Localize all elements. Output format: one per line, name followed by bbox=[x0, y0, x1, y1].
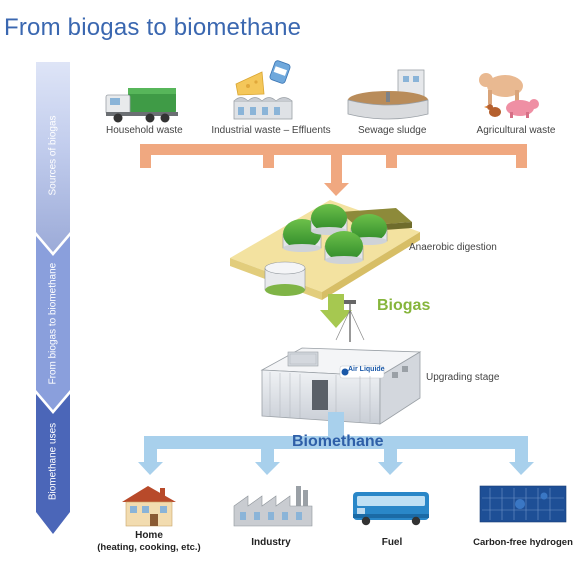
stage-band-uses bbox=[36, 394, 70, 534]
label-household-waste: Household waste bbox=[106, 125, 183, 136]
industrial-waste-icon bbox=[233, 60, 293, 120]
label-home-note: (heating, cooking, etc.) bbox=[97, 542, 201, 553]
biomethane-drop-1 bbox=[144, 440, 157, 464]
stage-label-uses: Biomethane uses bbox=[47, 422, 59, 501]
stage-band bbox=[36, 62, 70, 534]
label-anaerobic-digestion: Anaerobic digestion bbox=[409, 242, 497, 253]
biomethane-arrow-4 bbox=[509, 462, 534, 475]
page-title: From biogas to biomethane bbox=[4, 14, 302, 41]
stage-label-from-biogas: From biogas to biomethane bbox=[47, 262, 59, 385]
label-upgrading-stage: Upgrading stage bbox=[426, 372, 500, 383]
sources-drop-4 bbox=[516, 148, 527, 168]
biomethane-drop-3 bbox=[384, 440, 397, 464]
agricultural-waste-icon bbox=[479, 73, 539, 118]
sources-drop-3 bbox=[386, 148, 397, 168]
stage-band-sources bbox=[36, 62, 70, 252]
biomethane-drop-2 bbox=[261, 440, 274, 464]
anaerobic-digestion-plant bbox=[230, 200, 420, 300]
sources-stem bbox=[331, 155, 342, 185]
label-biomethane: Biomethane bbox=[292, 433, 384, 450]
label-carbon-free-hydrogen: Carbon-free hydrogen bbox=[473, 537, 573, 548]
biomethane-arrow-3 bbox=[378, 462, 403, 475]
biomethane-arrow-2 bbox=[255, 462, 280, 475]
hydrogen-station-icon bbox=[479, 485, 567, 523]
biogas-arrow bbox=[320, 294, 352, 328]
biomethane-drop-4 bbox=[515, 440, 528, 464]
sewage-sludge-icon bbox=[347, 69, 429, 120]
bus-icon bbox=[353, 492, 429, 526]
stage-label-sources: Sources of biogas bbox=[47, 115, 59, 196]
label-fuel: Fuel bbox=[381, 537, 403, 548]
label-industry: Industry bbox=[251, 537, 291, 548]
label-sewage-sludge: Sewage sludge bbox=[358, 125, 427, 136]
biomethane-arrow-1 bbox=[138, 462, 163, 475]
upgrading-container bbox=[260, 300, 422, 425]
sources-drop-1 bbox=[140, 148, 151, 168]
home-icon bbox=[122, 486, 176, 527]
industry-icon bbox=[233, 486, 313, 527]
digester-dome-4 bbox=[324, 231, 364, 264]
household-waste-icon bbox=[105, 88, 178, 123]
sources-drop-2 bbox=[263, 148, 274, 168]
digester-dome-2 bbox=[310, 204, 348, 235]
biomethane-stem bbox=[328, 412, 344, 438]
stage-band-from-biogas bbox=[36, 236, 70, 410]
biogas-arrow-head bbox=[320, 310, 352, 328]
storage-tank bbox=[264, 261, 306, 296]
biomethane-bar bbox=[144, 436, 528, 449]
biogas-arrow-stem bbox=[328, 294, 344, 310]
label-agricultural-waste: Agricultural waste bbox=[476, 125, 556, 136]
label-biogas: Biogas bbox=[377, 297, 431, 314]
label-home: Home bbox=[135, 530, 163, 541]
sources-connector bbox=[140, 144, 527, 196]
biomethane-connector bbox=[138, 412, 534, 475]
sources-bar bbox=[140, 144, 527, 155]
container-brand-logo: Air Liquide bbox=[348, 366, 385, 373]
label-industrial-waste: Industrial waste – Effluents bbox=[211, 125, 331, 136]
sources-arrow-head bbox=[324, 183, 349, 196]
